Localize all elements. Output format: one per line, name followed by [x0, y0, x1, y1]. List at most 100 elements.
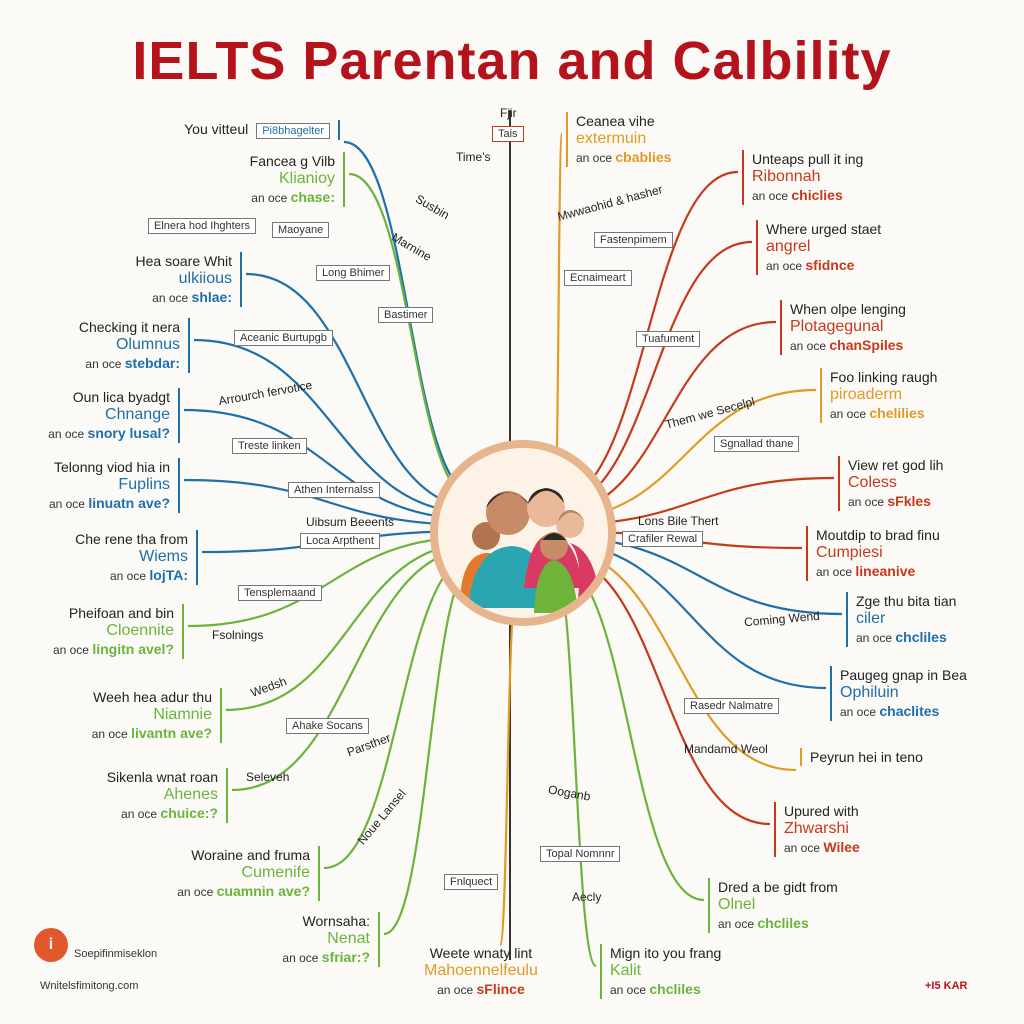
connector-line	[187, 535, 476, 628]
node-detail: an oce livantn ave?	[92, 724, 212, 743]
concept-box: Crafiler Rewal	[622, 531, 704, 547]
node-detail-value: chiclies	[791, 187, 843, 203]
concept-box: Topal Nomnnr	[540, 846, 621, 862]
node-detail: an oce Wilee	[784, 838, 860, 857]
branch-label: Fsolnings	[212, 628, 264, 642]
footer-url[interactable]: Wnitelsfimitong.com	[40, 980, 139, 992]
node-detail-value: shlae:	[191, 289, 232, 305]
concept-box: Tensplemaand	[238, 585, 322, 601]
node-detail-prefix: an oce	[752, 189, 792, 203]
node-detail: an oce chaclites	[840, 702, 967, 721]
node-detail-value: chelilies	[869, 405, 925, 421]
node-heading: Paugeg gnap in Bea	[840, 667, 967, 683]
concept-box: Tuafument	[636, 331, 701, 347]
footer-code: +I5 KAR	[925, 980, 968, 992]
node-detail-prefix: an oce	[830, 407, 870, 421]
node-detail: an oce lineanive	[816, 562, 940, 581]
branch-label: Time's	[456, 150, 491, 164]
node-detail-prefix: an oce	[152, 291, 192, 305]
node-keyword: Cloennite	[106, 622, 174, 639]
node-detail-value: sfriar:?	[321, 949, 370, 965]
node-detail-prefix: an oce	[48, 497, 89, 511]
node-detail-value: Wilee	[823, 839, 860, 855]
node-detail-value: stebdar:	[124, 355, 180, 371]
node-keyword: Coless	[848, 474, 897, 491]
node-heading: Sikenla wnat roan	[106, 769, 218, 785]
node-detail: an oce stebdar:	[79, 354, 180, 373]
node-detail-value: cuamnin ave?	[216, 883, 310, 899]
node-detail: an oce sFkles	[848, 492, 943, 511]
node-detail: an oce cbablies	[576, 148, 671, 167]
node-keyword: Klianioy	[278, 170, 335, 187]
node-heading: Hea soare Whit	[135, 253, 232, 269]
node-heading: Foo linking raugh	[830, 369, 938, 385]
branch-label: Seleveh	[246, 770, 290, 784]
concept-box: Loca Arpthent	[300, 533, 380, 549]
node-heading: Woraine and fruma	[191, 847, 310, 863]
node-detail-prefix: an oce	[91, 727, 132, 741]
node-keyword: Niamnie	[153, 706, 212, 723]
node-detail: an oce chcliles	[610, 980, 721, 999]
node-keyword: extermuin	[576, 130, 647, 147]
concept-box: Ecnaimeart	[564, 270, 632, 286]
node-detail-prefix: an oce	[52, 643, 93, 657]
node-heading: Zge thu bita tian	[856, 593, 957, 609]
connector-line	[183, 408, 476, 521]
node-keyword: piroaderm	[830, 386, 903, 403]
node-detail: an oce lojTA:	[75, 566, 188, 585]
node-keyword: ciler	[856, 610, 886, 627]
node-detail-prefix: an oce	[848, 495, 888, 509]
node-detail-prefix: an oce	[110, 569, 150, 583]
node-detail-value: lingitn avel?	[92, 641, 174, 657]
node-detail-prefix: an oce	[282, 951, 322, 965]
node-heading: Mign ito you frang	[610, 945, 722, 961]
node-detail: an oce sfriar:?	[282, 948, 370, 967]
node-detail-prefix: an oce	[856, 631, 896, 645]
node-keyword: Nenat	[327, 930, 370, 947]
node-detail-value: lojTA:	[149, 567, 188, 583]
node-detail: an oce chcliles	[718, 914, 838, 933]
node-detail: an oce snory lusal?	[48, 424, 170, 443]
node-detail: an oce chiclies	[752, 186, 863, 205]
branch-label: Uibsum Beeents	[306, 515, 395, 529]
page-title: IELTS Parentan and Calbility	[132, 31, 892, 91]
node-keyword: ulkiious	[178, 270, 232, 287]
node-detail-prefix: an oce	[840, 705, 880, 719]
node-heading: View ret god lih	[848, 457, 944, 473]
concept-box: Maoyane	[272, 222, 330, 238]
connector-line	[553, 132, 564, 497]
node-detail: an oce chuice:?	[107, 804, 218, 823]
node-heading: Upured with	[784, 803, 859, 819]
node-detail-value: sfidnce	[805, 257, 855, 273]
concept-box: Athen Internalss	[288, 482, 380, 498]
node-heading: Oun lica byadgt	[72, 389, 170, 405]
node-keyword: Kalit	[610, 962, 642, 979]
connector-line	[245, 272, 476, 509]
connector-line	[183, 478, 476, 527]
node-keyword: Olnel	[718, 896, 756, 913]
center-family-illustration	[430, 440, 616, 626]
node-heading: Pheifoan and bin	[68, 605, 174, 621]
node-keyword: Cumpiesi	[816, 544, 883, 561]
node-detail: an oce shlae:	[136, 288, 232, 307]
node-detail: an oce chase:	[250, 188, 335, 207]
